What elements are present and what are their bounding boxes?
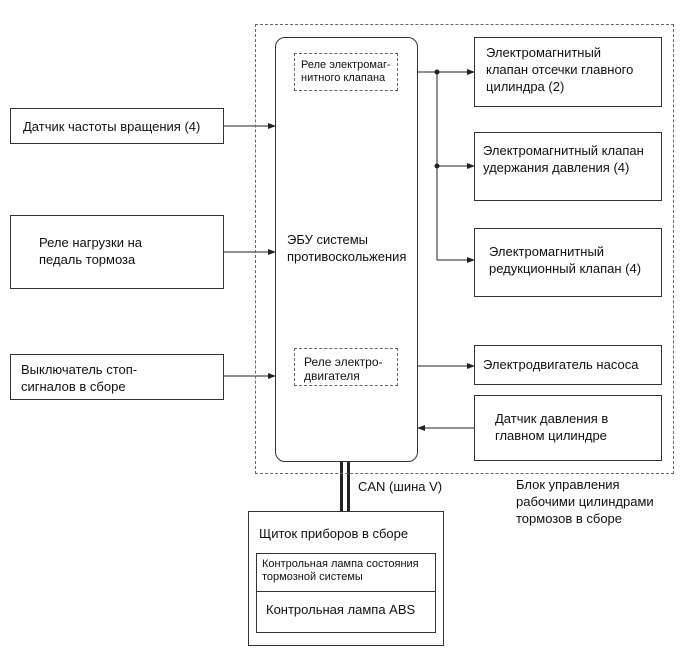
lamp-divider	[257, 591, 435, 592]
speed-sensor-label: Датчик частоты вращения (4)	[23, 119, 201, 134]
pressure-hold-valve-label: Электромагнитный клапан удержания давлен…	[483, 143, 644, 175]
can-bus-line	[347, 462, 350, 511]
warning-lamps-group: Контрольная лампа состояния тормозной си…	[256, 553, 436, 633]
pump-motor-label: Электродвигатель насоса	[483, 357, 639, 372]
reduction-valve-box: Электромагнитный редукционный клапан (4)	[474, 228, 662, 297]
valve-relay-box: Реле электромаг- нитного клапана	[294, 53, 398, 91]
master-cut-valve-box: Электромагнитный клапан отсечки главного…	[474, 37, 662, 107]
reduction-valve-label: Электромагнитный редукционный клапан (4)	[489, 244, 642, 276]
speed-sensor-box: Датчик частоты вращения (4)	[10, 108, 224, 144]
stop-switch-box: Выключатель стоп- сигналов в сборе	[10, 354, 224, 400]
ecu-box: ЭБУ системы противоскольжения	[275, 37, 418, 462]
brake-system-lamp-label: Контрольная лампа состояния тормозной си…	[262, 558, 419, 583]
actuator-unit-label: Блок управления рабочими цилиндрами торм…	[516, 477, 654, 526]
master-cut-valve-label: Электромагнитный клапан отсечки главного…	[486, 45, 634, 94]
master-pressure-sensor-box: Датчик давления в главном цилиндре	[474, 395, 662, 461]
can-bus-label: CAN (шина V)	[358, 479, 443, 494]
abs-lamp-label: Контрольная лампа ABS	[266, 602, 416, 617]
brake-load-relay-label: Реле нагрузки на педаль тормоза	[39, 235, 142, 267]
valve-relay-label: Реле электромаг- нитного клапана	[301, 59, 391, 84]
pressure-hold-valve-box: Электромагнитный клапан удержания давлен…	[474, 132, 662, 201]
ecu-label: ЭБУ системы противоскольжения	[287, 232, 407, 264]
pump-motor-box: Электродвигатель насоса	[474, 345, 662, 385]
junction-dot	[434, 69, 440, 75]
actuator-unit-outline	[255, 24, 674, 474]
brake-load-relay-box: Реле нагрузки на педаль тормоза	[10, 215, 224, 289]
instrument-cluster-title: Щиток приборов в сборе	[259, 526, 409, 541]
master-pressure-sensor-label: Датчик давления в главном цилиндре	[495, 411, 609, 443]
junction-dot	[434, 163, 440, 169]
can-bus-line	[340, 462, 343, 511]
motor-relay-box: Реле электро- двигателя	[294, 348, 398, 386]
motor-relay-label: Реле электро- двигателя	[304, 355, 383, 383]
stop-switch-label: Выключатель стоп- сигналов в сборе	[21, 362, 138, 394]
